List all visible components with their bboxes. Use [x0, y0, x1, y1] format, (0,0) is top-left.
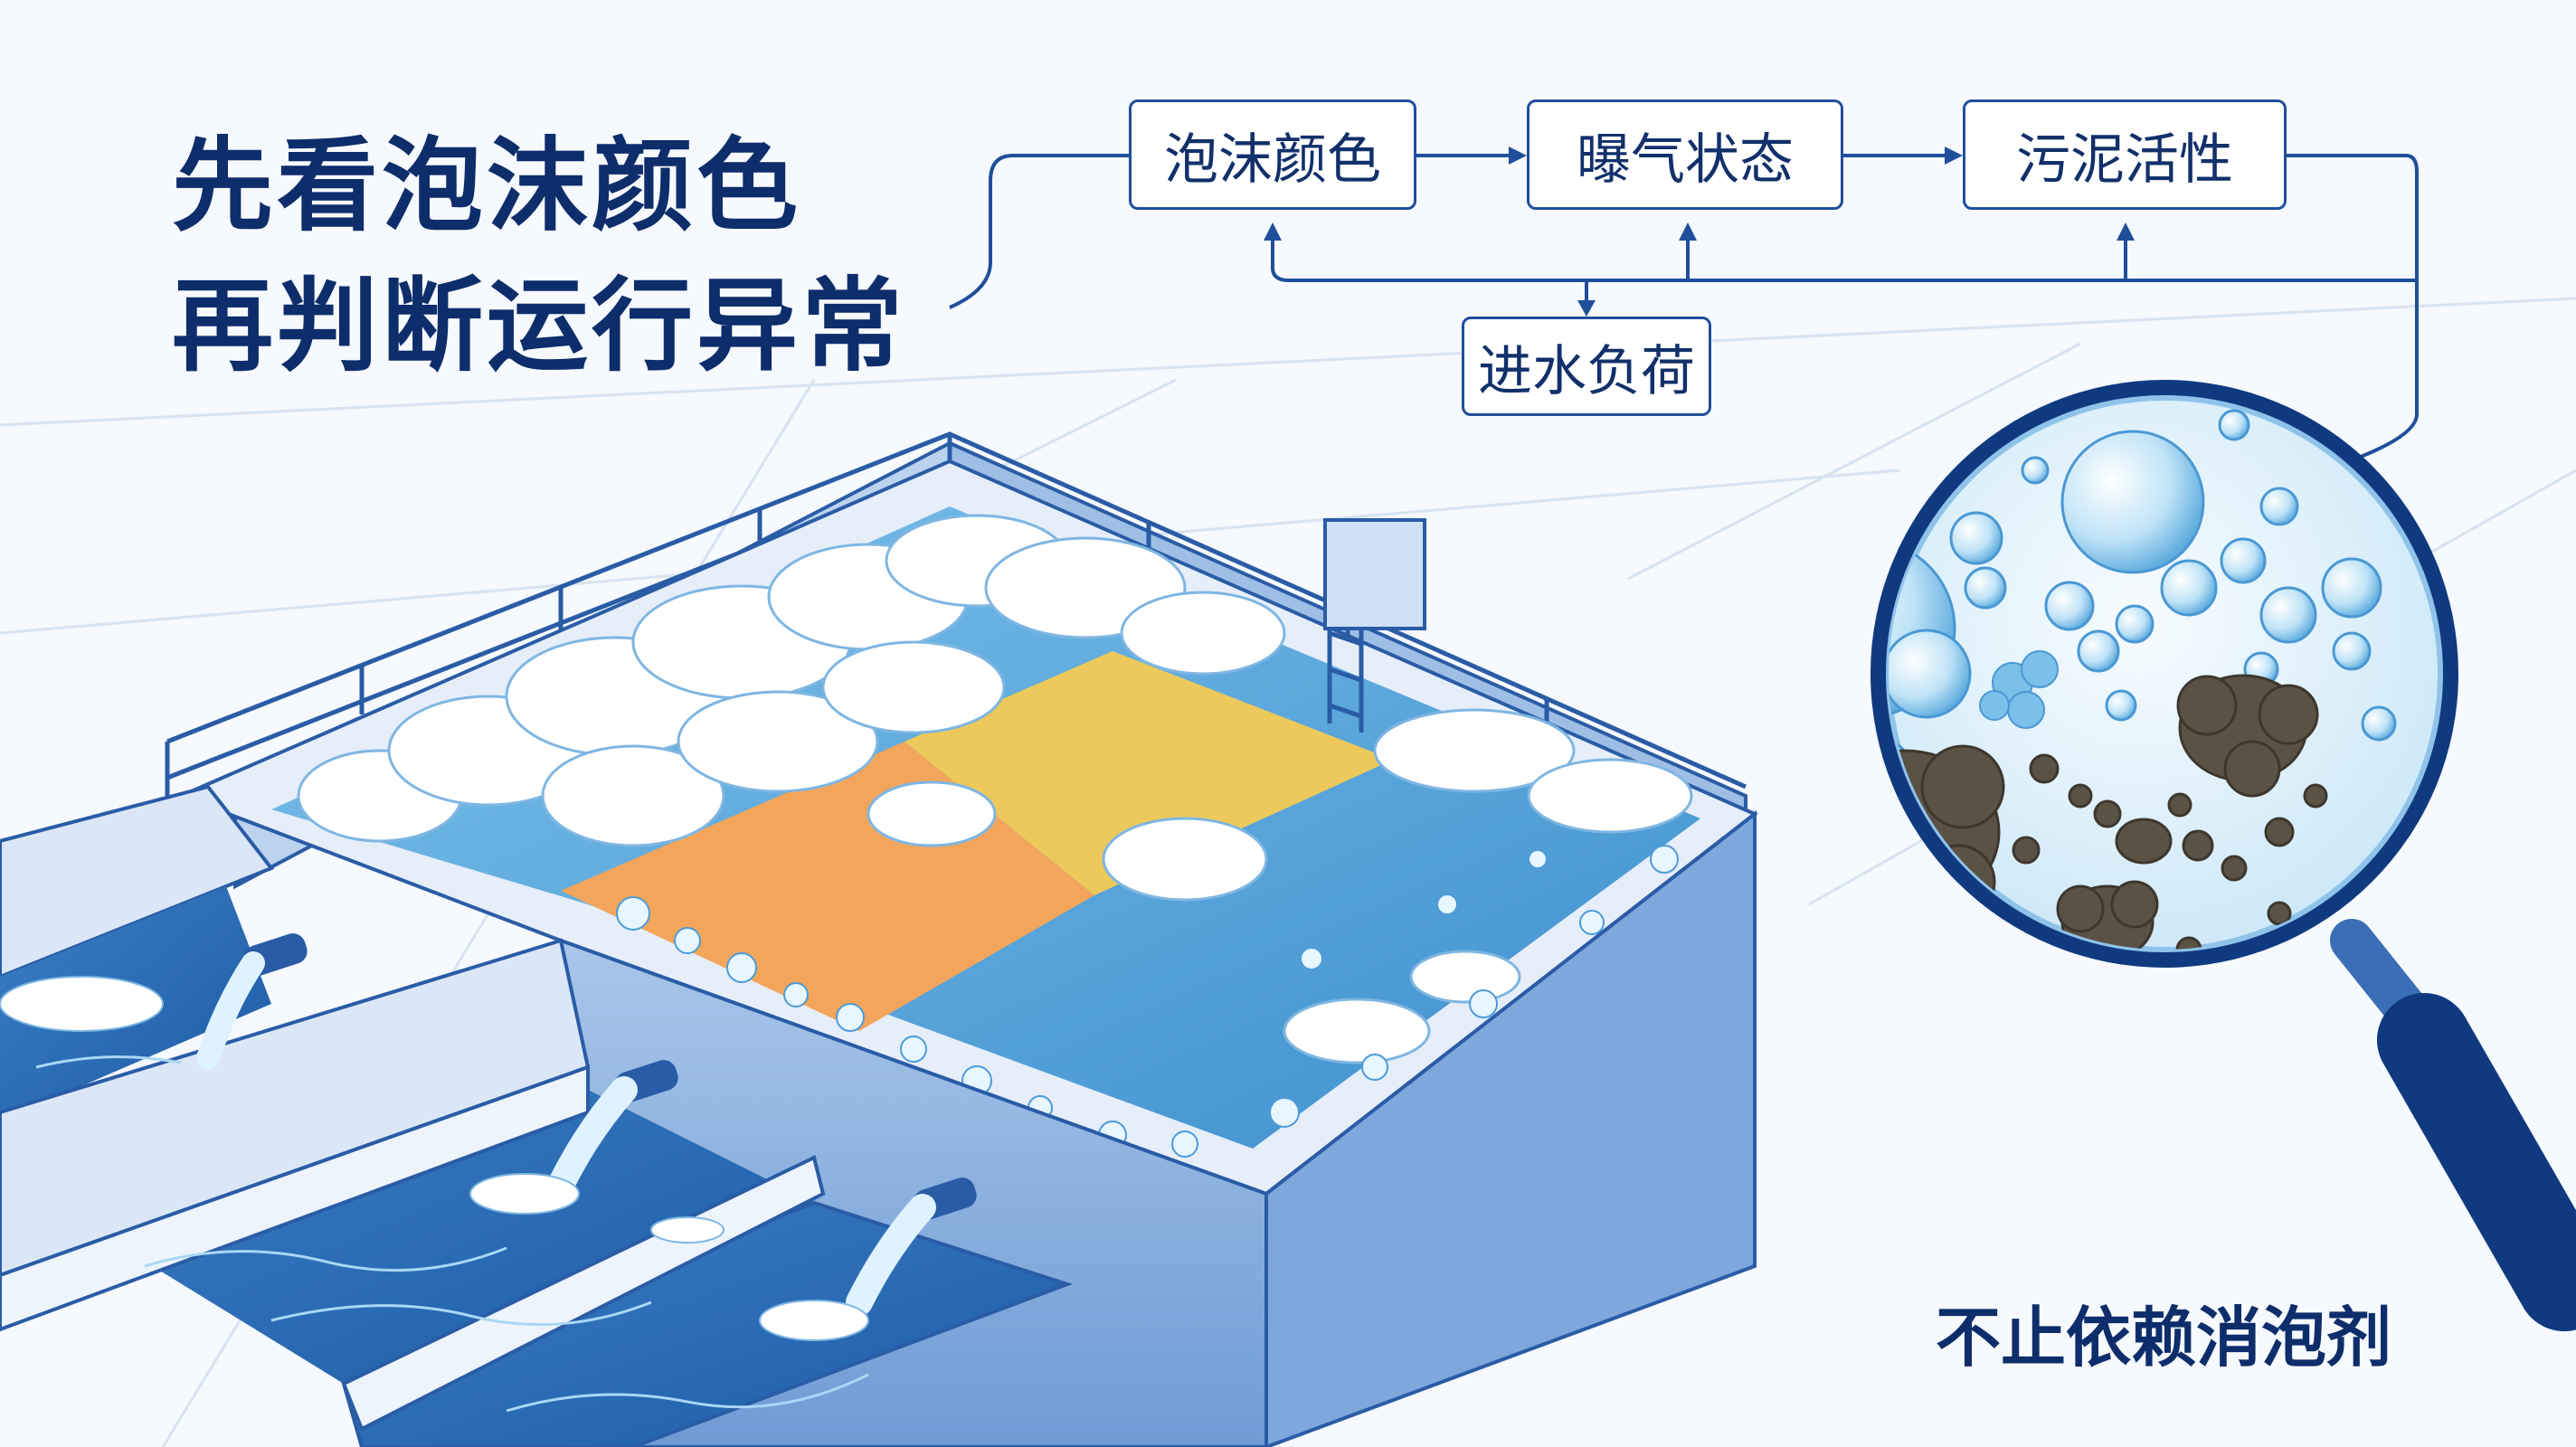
channel-2-water — [109, 1076, 814, 1384]
splash-foam — [0, 976, 869, 1341]
foam-zone-yellow — [904, 651, 1393, 895]
flow-arrowheads — [1264, 147, 2135, 317]
outlet-pipe-icon — [196, 933, 977, 1316]
flow-connectors — [949, 154, 2419, 459]
tank-right-wall — [1264, 809, 1757, 1447]
title-line-1: 先看泡沫颜色 — [172, 128, 801, 245]
bottom-note: 不止依赖消泡剂 — [1936, 1300, 2392, 1376]
micro-cluster — [1979, 650, 2059, 729]
foam-white-clouds — [297, 514, 1693, 1064]
flow-box-influent-load: 进水负荷 — [1462, 317, 1711, 416]
water-ripples — [35, 1055, 869, 1413]
flow-box-aeration: 曝气状态 — [1527, 99, 1843, 210]
title-line-2: 再判断运行异常 — [172, 268, 906, 385]
channel-1 — [0, 784, 275, 979]
flow-box-foam-color: 泡沫颜色 — [1129, 99, 1416, 210]
channel-divider — [0, 1064, 590, 1332]
magnifier-icon — [1870, 380, 2576, 1331]
control-box — [1323, 518, 1426, 630]
flow-box-sludge-activity: 污泥活性 — [1963, 99, 2287, 210]
